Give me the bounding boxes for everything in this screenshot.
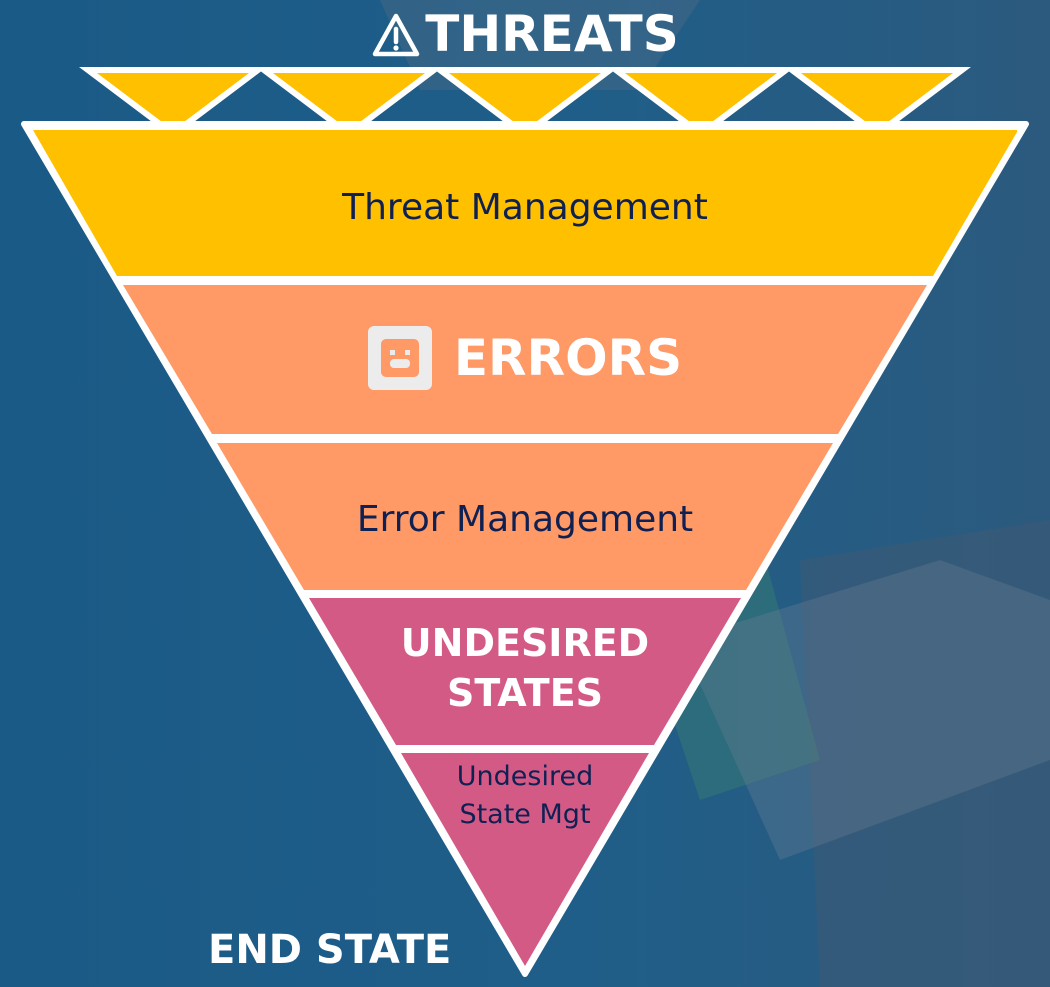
threat-marker xyxy=(255,67,443,138)
band-errors xyxy=(123,285,927,434)
band-error-management xyxy=(217,443,833,590)
threat-marker xyxy=(431,67,619,138)
error-management-label: Error Management xyxy=(356,499,694,540)
error-face-icon xyxy=(367,326,432,390)
undesired-states-text: UNDESIRED STATES xyxy=(400,621,650,715)
errors-title: ERRORS xyxy=(453,329,683,387)
errors-heading: ERRORS xyxy=(0,318,1050,398)
threat-markers xyxy=(79,67,971,138)
undesired-states-title: UNDESIRED STATES xyxy=(0,618,1050,718)
threat-marker xyxy=(783,67,971,138)
band-undesired-state-management xyxy=(401,753,649,966)
band-threat-management xyxy=(33,130,1017,276)
band-undesired-states xyxy=(309,598,741,745)
warning-triangle-icon xyxy=(372,13,420,57)
threat-management-label: Threat Management xyxy=(342,187,708,228)
undesired-state-management-text: Undesired State Mgt xyxy=(456,761,594,830)
threat-marker xyxy=(79,67,267,138)
end-state-label: END STATE xyxy=(208,927,452,973)
threats-title: THREATS xyxy=(425,5,679,63)
threat-marker xyxy=(607,67,795,138)
undesired-state-management-label: Undesired State Mgt xyxy=(0,758,1050,834)
threats-heading: THREATS xyxy=(0,4,1050,64)
